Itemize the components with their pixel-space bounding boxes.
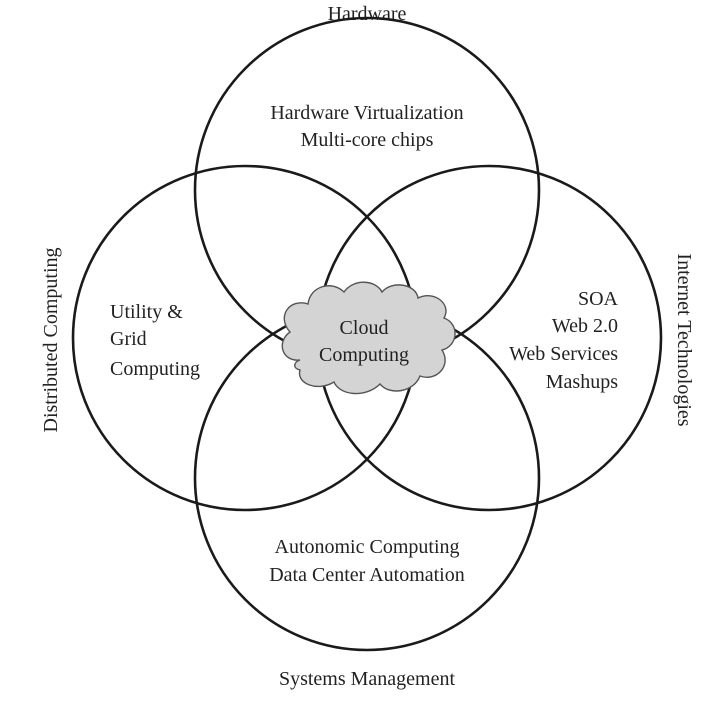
cloud-shape xyxy=(281,281,456,395)
label-hardware: Hardware xyxy=(328,3,407,25)
web-services-text: Web Services xyxy=(509,343,618,365)
mashups-text: Mashups xyxy=(546,371,618,393)
grid-text: Grid xyxy=(110,328,147,350)
data-center-automation-text: Data Center Automation xyxy=(269,564,465,586)
soa-text: SOA xyxy=(578,288,619,310)
multi-core-chips-text: Multi-core chips xyxy=(301,129,434,151)
hardware-virtualization-text: Hardware Virtualization xyxy=(270,102,463,124)
utility-text: Utility & xyxy=(110,301,183,323)
computing-text: Computing xyxy=(110,358,200,380)
label-systems-management: Systems Management xyxy=(279,668,456,690)
web20-text: Web 2.0 xyxy=(552,315,618,337)
cloud-icon xyxy=(281,281,456,395)
label-internet-technologies: Internet Technologies xyxy=(673,253,695,426)
computing-center-text: Computing xyxy=(319,344,409,366)
label-distributed-computing: Distributed Computing xyxy=(40,248,62,433)
autonomic-computing-text: Autonomic Computing xyxy=(275,536,460,558)
cloud-text: Cloud xyxy=(340,317,389,339)
